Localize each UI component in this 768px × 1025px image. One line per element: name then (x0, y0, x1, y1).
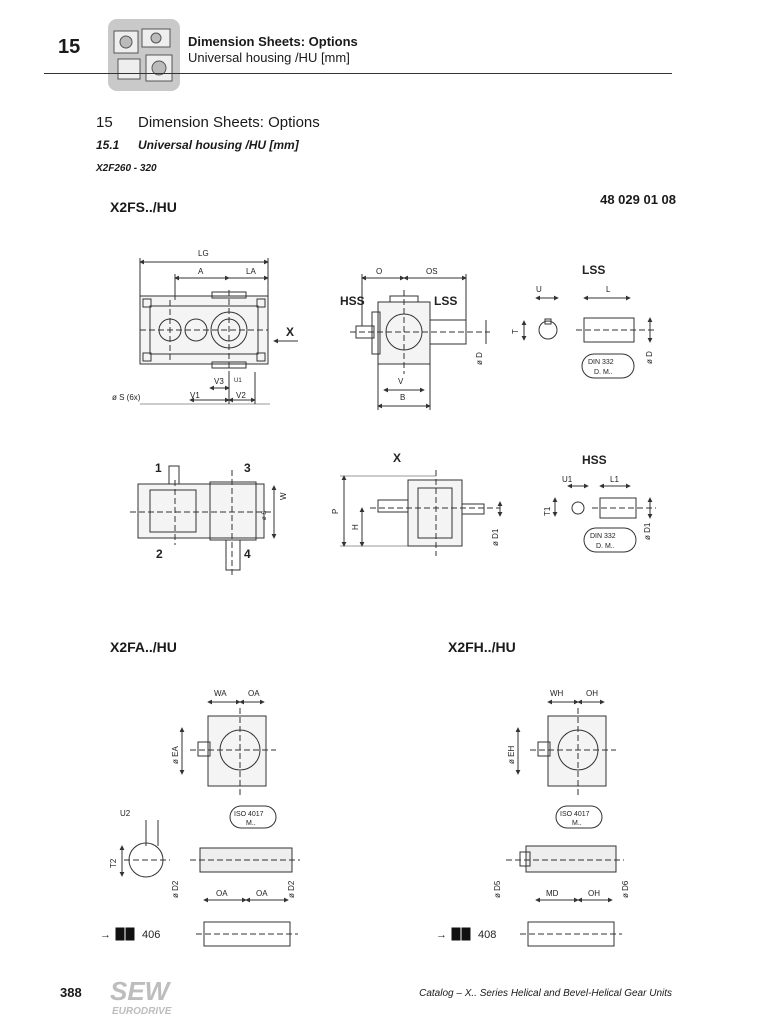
label-s-small: ø S (262, 511, 268, 520)
label-wh: WH (550, 689, 564, 698)
label-d2-left: ø D2 (171, 880, 180, 898)
label-o: O (376, 267, 382, 276)
arrow-ref-fa: → (100, 929, 111, 941)
label-oa-left: OA (216, 889, 228, 898)
label-shaft-2: 2 (156, 547, 163, 561)
drawing-number: 48 029 01 08 (600, 192, 676, 207)
label-d-lss: ø D (645, 351, 654, 364)
label-d2-right: ø D2 (287, 880, 296, 898)
logo-main-text: SEW (110, 976, 172, 1006)
label-shaft-1: 1 (155, 461, 162, 475)
fs-lss-detail (521, 295, 656, 379)
fh-drawing (506, 699, 624, 947)
header-title: Dimension Sheets: Options (188, 34, 358, 49)
label-v: V (398, 377, 404, 386)
label-lss-detail: LSS (582, 263, 605, 277)
section-number: 15 (96, 114, 113, 131)
label-d1-hss: ø D1 (643, 522, 652, 540)
label-shaft-3: 3 (244, 461, 251, 475)
label-oh: OH (586, 689, 598, 698)
fs-top-view (139, 258, 298, 405)
label-s: ø S (6x) (112, 393, 141, 402)
arrow-ref-fh: → (436, 929, 447, 941)
label-x: X (286, 325, 294, 339)
label-v1: V1 (190, 391, 200, 400)
label-u1-hss: U1 (562, 475, 573, 484)
label-oa: OA (248, 689, 260, 698)
label-oh-bottom: OH (588, 889, 600, 898)
label-wa: WA (214, 689, 227, 698)
label-iso-fa: ISO 4017 (234, 811, 264, 818)
label-d1: ø D1 (491, 528, 500, 546)
label-p: P (331, 509, 340, 514)
sew-eurodrive-logo: SEW EURODRIVE (110, 976, 184, 1020)
label-t1: T1 (543, 506, 552, 516)
label-dm: D. M.. (594, 369, 613, 376)
label-d: ø D (475, 352, 484, 365)
subsection-title: Universal housing /HU [mm] (138, 138, 299, 152)
label-os: OS (426, 267, 438, 276)
label-t2: T2 (109, 858, 118, 868)
label-v3: V3 (214, 377, 224, 386)
label-u: U (536, 285, 542, 294)
label-iso-fh: ISO 4017 (560, 811, 590, 818)
fs-side-view (350, 274, 490, 410)
page-ref-fa: 406 (142, 929, 160, 941)
section-title: Dimension Sheets: Options (138, 114, 320, 131)
label-md: MD (546, 889, 559, 898)
model-title-fh: X2FH../HU (448, 639, 516, 655)
label-u1: U1 (234, 378, 242, 384)
label-hss-detail: HSS (582, 453, 607, 467)
fs-hss-detail (552, 483, 656, 553)
label-dm-hss: D. M.. (596, 543, 615, 550)
label-d6: ø D6 (621, 880, 630, 898)
label-l: L (606, 285, 611, 294)
page-number: 388 (60, 985, 82, 1000)
label-l1: L1 (610, 475, 619, 484)
book-icon-fa (115, 927, 135, 941)
chapter-number: 15 (58, 36, 81, 58)
label-a: A (198, 267, 204, 276)
label-hss: HSS (340, 294, 365, 308)
subsection-number: 15.1 (96, 138, 120, 152)
label-din-hss: DIN 332 (590, 533, 616, 540)
label-lss: LSS (434, 294, 457, 308)
label-x-view: X (393, 451, 401, 465)
book-icon-fh (451, 927, 471, 941)
label-b: B (400, 393, 405, 402)
fs-x-view (340, 470, 503, 556)
label-t: T (511, 329, 520, 334)
fs-front-view (130, 465, 277, 575)
label-la: LA (246, 267, 256, 276)
label-din: DIN 332 (588, 359, 614, 366)
catalog-footer-text: Catalog – X.. Series Helical and Bevel-H… (419, 988, 672, 999)
label-h: H (351, 524, 360, 530)
label-w: W (279, 492, 288, 500)
model-title-fs: X2FS../HU (110, 199, 177, 215)
label-m-fh: M.. (572, 820, 582, 827)
logo-sub-text: EURODRIVE (112, 1006, 172, 1017)
header-divider (44, 73, 672, 74)
label-u2: U2 (120, 809, 131, 818)
page-ref-fh: 408 (478, 929, 496, 941)
label-d5: ø D5 (493, 880, 502, 898)
label-oa-right: OA (256, 889, 268, 898)
chapter-thumbnail-icon (108, 19, 180, 91)
header-subtitle: Universal housing /HU [mm] (188, 50, 350, 65)
size-range: X2F260 - 320 (96, 163, 157, 174)
label-shaft-4: 4 (244, 547, 251, 561)
model-title-fa: X2FA../HU (110, 639, 177, 655)
label-eh: ø EH (507, 746, 516, 764)
fa-drawing (119, 699, 300, 947)
label-m-fa: M.. (246, 820, 256, 827)
label-lg: LG (198, 249, 209, 258)
label-ea: ø EA (171, 746, 180, 764)
label-v2: V2 (236, 391, 246, 400)
